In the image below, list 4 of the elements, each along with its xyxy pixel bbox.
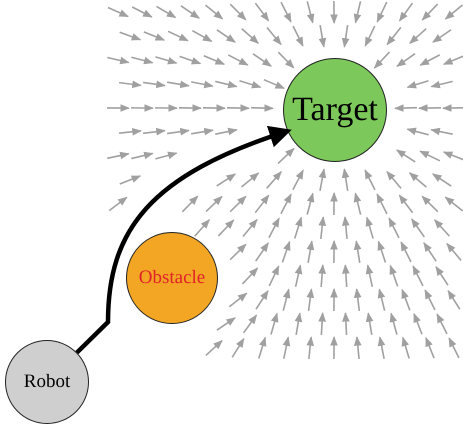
node-label: Obstacle [138,267,206,289]
path-arrow [75,126,292,354]
node-label: Target [292,91,378,129]
node-label: Robot [24,371,70,393]
